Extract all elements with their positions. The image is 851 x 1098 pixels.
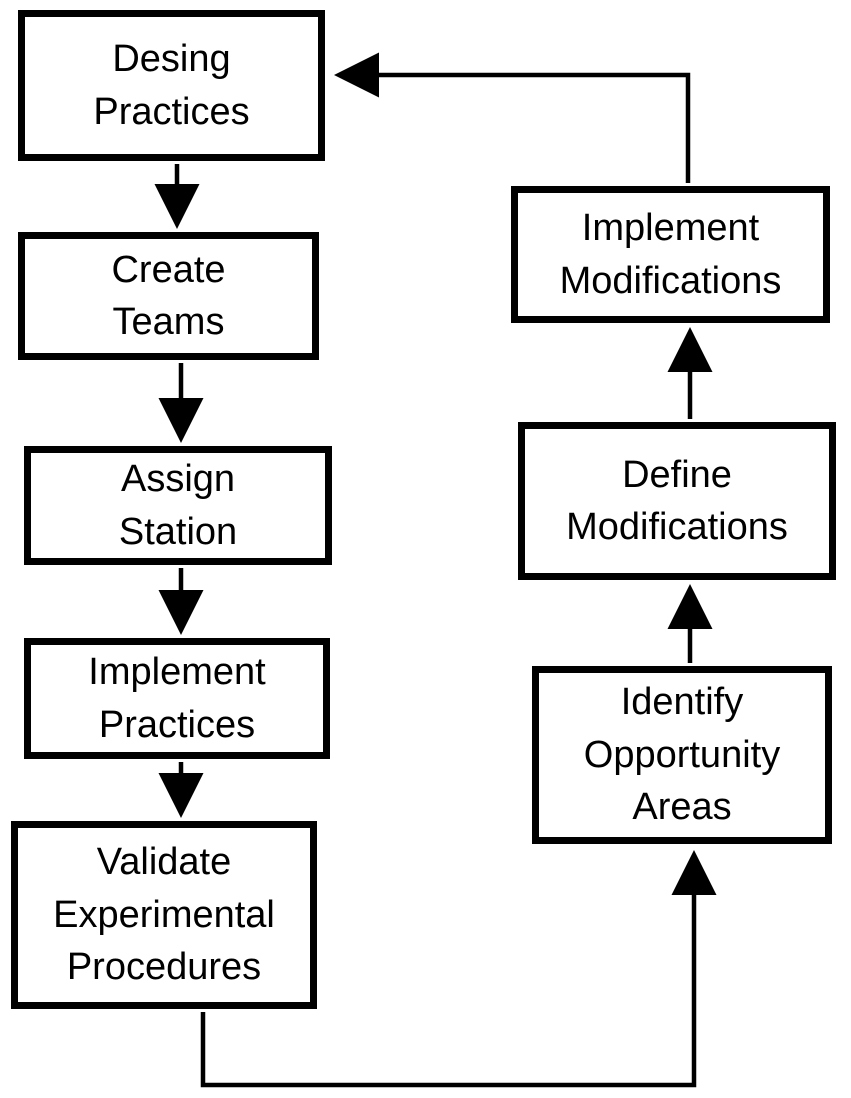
node-identify-opportunity-areas-label: Identify Opportunity Areas	[583, 681, 781, 829]
node-define-modifications: Define Modifications	[518, 422, 836, 580]
node-assign-station: Assign Station	[24, 446, 332, 565]
arrow-impmod-to-design	[334, 52, 691, 183]
node-design-practices-label: Desing Practices	[93, 38, 250, 133]
node-validate-procedures-label: Validate Experimental Procedures	[53, 841, 275, 989]
node-create-teams: Create Teams	[18, 232, 319, 360]
node-design-practices: Desing Practices	[18, 10, 325, 161]
arrow-validate-to-identify	[200, 850, 717, 1088]
node-implement-modifications: Implement Modifications	[511, 186, 830, 323]
node-identify-opportunity-areas: Identify Opportunity Areas	[532, 666, 832, 844]
node-implement-modifications-label: Implement Modifications	[559, 207, 782, 302]
node-create-teams-label: Create Teams	[111, 248, 226, 343]
node-assign-station-label: Assign Station	[118, 458, 238, 553]
node-implement-practices: Implement Practices	[24, 638, 330, 759]
node-implement-practices-label: Implement Practices	[88, 651, 266, 746]
node-define-modifications-label: Define Modifications	[566, 453, 788, 548]
node-validate-procedures: Validate Experimental Procedures	[11, 821, 317, 1009]
